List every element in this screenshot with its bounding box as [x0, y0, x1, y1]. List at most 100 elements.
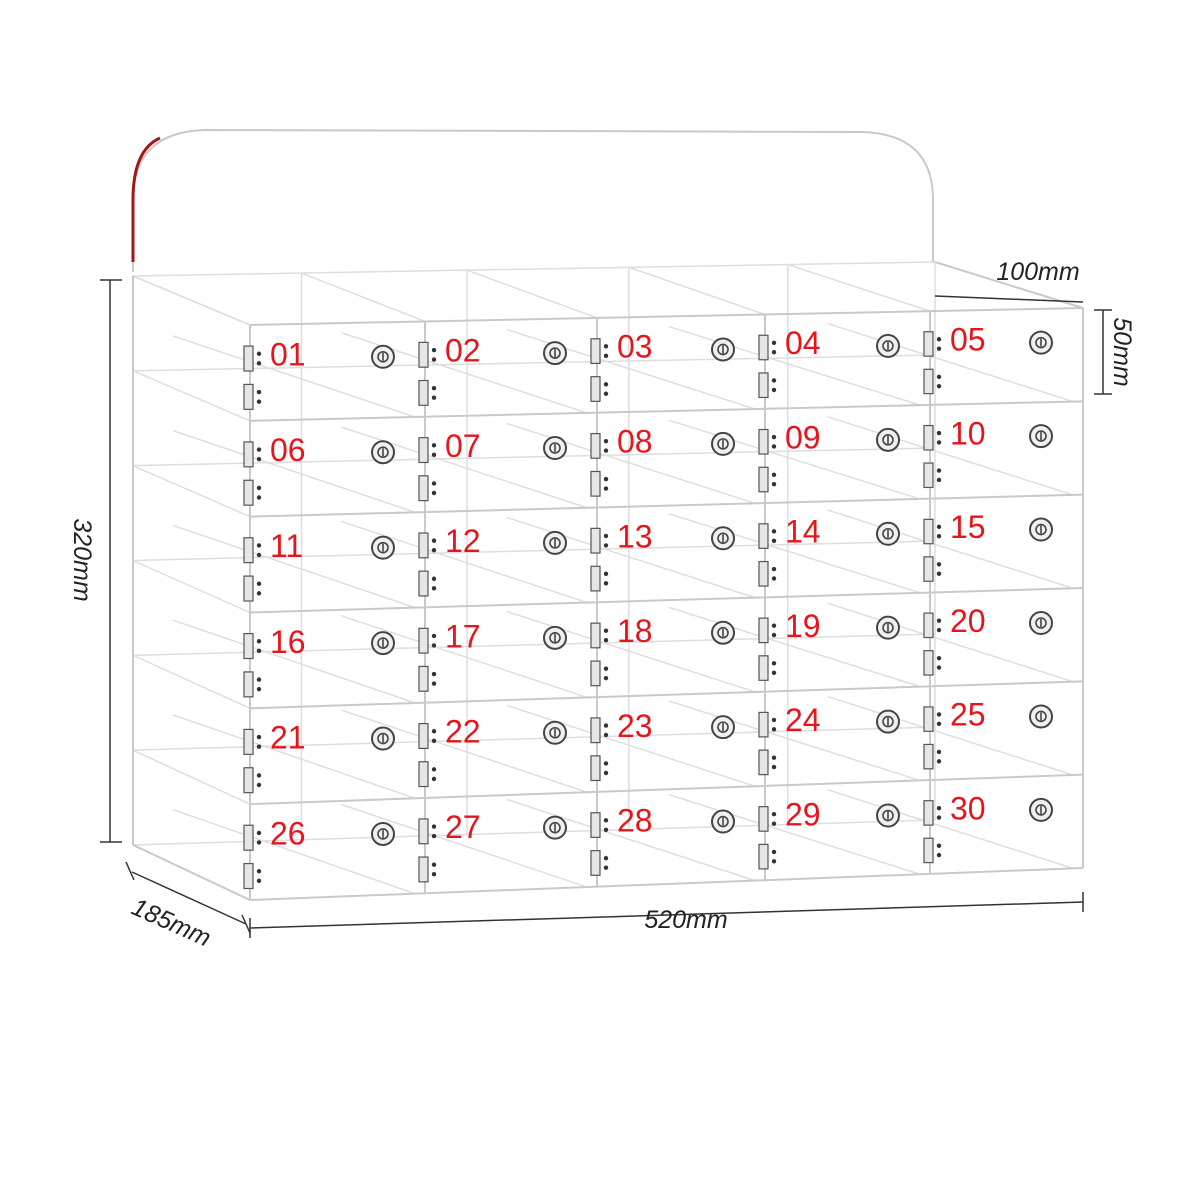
hinge-screw-icon — [936, 806, 942, 811]
compartment-door: 20 — [923, 603, 1053, 676]
hinge-screw-icon — [603, 628, 609, 633]
shelf-diagonal-line — [668, 793, 921, 875]
hinge-screw-icon — [603, 448, 609, 453]
hinge-icon — [418, 475, 429, 502]
hinge-icon — [590, 850, 601, 876]
shelf-diagonal-line — [827, 695, 1074, 776]
hinge-screw-icon — [256, 591, 262, 596]
lock-core-icon — [882, 809, 894, 822]
compartment-number: 25 — [950, 697, 986, 733]
shelf-diagonal-line — [506, 516, 756, 599]
compartment-number: 08 — [617, 424, 653, 460]
compartment-door: 22 — [418, 714, 567, 788]
hinge-icon — [590, 755, 601, 782]
hinge-icon — [243, 767, 254, 794]
compartment-door: 04 — [758, 325, 900, 399]
hinge-screw-icon — [603, 761, 609, 766]
hinge-icon — [243, 728, 254, 755]
side-depth-line — [132, 749, 251, 805]
hinge-screw-icon — [771, 764, 777, 770]
compartment-door: 26 — [243, 815, 395, 890]
top-handle-panel — [132, 128, 934, 272]
hinge-screw-icon — [431, 481, 437, 486]
hinge-icon — [418, 665, 429, 692]
hinge-icon — [590, 622, 601, 649]
compartment-door: 09 — [758, 419, 900, 493]
hinge-screw-icon — [431, 633, 437, 639]
hinge-screw-icon — [936, 655, 942, 661]
hinge-screw-icon — [936, 759, 942, 764]
hinge-icon — [923, 331, 934, 357]
hinge-screw-icon — [431, 767, 437, 772]
shelf-diagonal-line — [506, 328, 756, 410]
hinge-screw-icon — [936, 477, 942, 483]
compartment-depth-label: 100mm — [996, 258, 1079, 286]
compartment-door: 24 — [758, 702, 900, 776]
compartment-number: 26 — [270, 815, 306, 851]
shelf-diagonal-line — [668, 325, 921, 406]
hinge-screw-icon — [603, 533, 609, 539]
compartment-door: 30 — [923, 790, 1053, 864]
hinge-screw-icon — [431, 586, 437, 591]
compartment-number: 19 — [785, 608, 821, 644]
hinge-icon — [923, 650, 934, 676]
shelf-diagonal-line — [172, 524, 416, 609]
hinge-icon — [243, 383, 254, 410]
hinge-screw-icon — [603, 770, 609, 776]
compartment-door: 08 — [590, 424, 735, 497]
lock-core-icon — [377, 541, 389, 554]
width-dimension: 520mm — [249, 892, 1084, 938]
hinge-screw-icon — [603, 486, 609, 491]
compartment-number: 21 — [270, 720, 306, 756]
hinge-screw-icon — [603, 732, 609, 738]
hinge-screw-icon — [771, 661, 777, 666]
hinge-screw-icon — [936, 524, 942, 530]
shelf-diagonal-line — [172, 714, 416, 800]
hinge-screw-icon — [771, 472, 777, 477]
side-depth-line — [132, 370, 251, 422]
shelf-diagonal-line — [506, 422, 756, 505]
hinge-icon — [758, 806, 769, 832]
back-shelf-line — [132, 726, 936, 751]
hinge-screw-icon — [603, 818, 609, 823]
compartment-door: 03 — [590, 329, 735, 402]
lock-core-icon — [1035, 617, 1047, 629]
compartment-door: 01 — [243, 336, 395, 410]
back-shelf-line — [132, 354, 936, 372]
shelf-diagonal-line — [827, 602, 1074, 683]
hinge-screw-icon — [771, 444, 777, 449]
hinge-screw-icon — [431, 576, 437, 581]
hinge-screw-icon — [771, 849, 777, 855]
compartment-door: 16 — [243, 624, 395, 698]
hinge-screw-icon — [256, 399, 262, 404]
compartment-door: 21 — [243, 720, 395, 794]
compartment-number: 10 — [950, 415, 986, 451]
hinge-screw-icon — [256, 361, 262, 366]
front-row-line — [249, 400, 1084, 422]
compartment-door: 28 — [590, 803, 735, 876]
top-depth-line — [628, 266, 766, 316]
hinge-screw-icon — [256, 581, 262, 586]
compartment-door: 27 — [418, 809, 567, 883]
hinge-icon — [758, 843, 769, 870]
hinge-screw-icon — [431, 395, 437, 400]
compartment-height-label: 50mm — [1108, 317, 1136, 386]
lock-core-icon — [377, 637, 389, 649]
hinge-screw-icon — [256, 840, 262, 845]
compartment-number: 14 — [785, 514, 821, 550]
lock-core-icon — [377, 828, 389, 840]
shelf-diagonal-line — [827, 416, 1074, 496]
hinge-screw-icon — [771, 434, 777, 440]
compartment-number: 07 — [445, 428, 481, 464]
hinge-screw-icon — [431, 385, 437, 391]
hinge-screw-icon — [771, 670, 777, 675]
hinge-icon — [590, 338, 601, 365]
hinge-icon — [758, 655, 769, 681]
hinge-icon — [418, 341, 429, 368]
lock-core-icon — [549, 442, 561, 454]
lock-core-icon — [377, 350, 389, 363]
hinge-icon — [243, 479, 254, 506]
compartment-door: 14 — [758, 514, 900, 587]
hinge-screw-icon — [771, 859, 777, 864]
